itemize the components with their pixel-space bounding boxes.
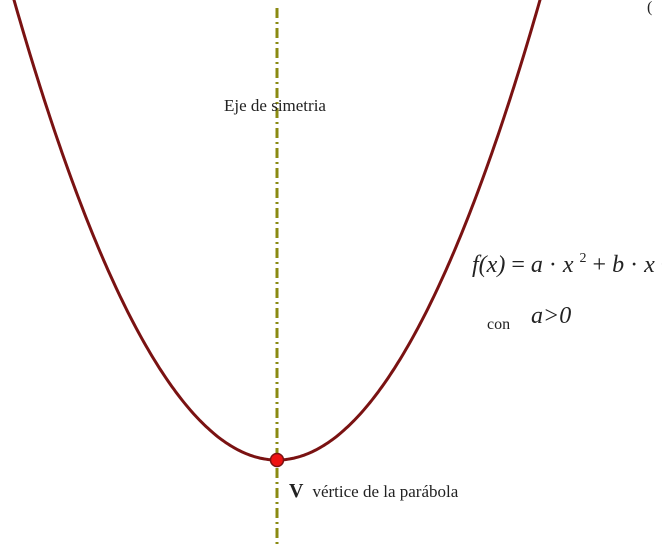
formula-lhs: f(x): [472, 252, 505, 278]
condition-expression: a>0: [531, 303, 571, 329]
formula-plus-1: +: [593, 252, 607, 278]
formula-exponent: 2: [580, 251, 587, 266]
formula-coef-a: a: [531, 252, 543, 278]
formula-equals: =: [511, 252, 525, 278]
vertex-letter: V: [289, 480, 304, 502]
formula: f(x) = a · x 2 + b · x + c: [472, 242, 662, 278]
formula-var-x-2: x: [643, 252, 655, 278]
vertex-label: V vértice de la parábola: [289, 480, 459, 502]
axis-label: Eje de simetria: [224, 96, 326, 115]
formula-dot-1: ·: [549, 252, 557, 278]
formula-coef-b: b: [612, 252, 624, 278]
vertex-text: vértice de la parábola: [312, 482, 458, 501]
cropped-glyph: (: [647, 0, 652, 16]
formula-var-x-1: x: [562, 252, 574, 278]
formula-plus-2: +: [661, 252, 662, 278]
condition-con: con: [487, 316, 510, 333]
formula-dot-2: ·: [630, 252, 638, 278]
vertex-point: [269, 452, 285, 468]
